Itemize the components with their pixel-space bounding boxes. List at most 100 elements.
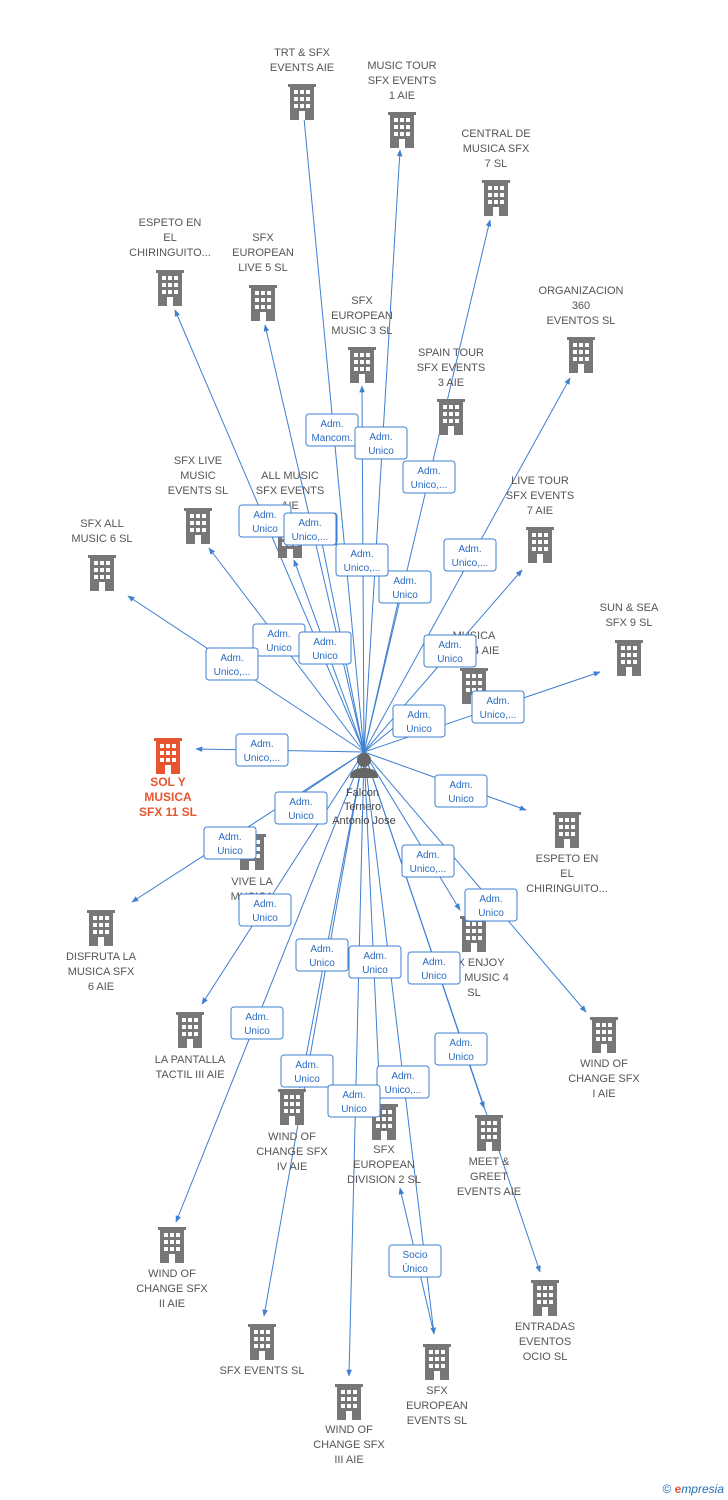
relation-badge[interactable]: Adm.Unico: [252, 623, 306, 657]
relation-badge-line: Unico: [368, 446, 394, 457]
company-label-line: SFX EVENTS: [368, 75, 436, 87]
relation-badge[interactable]: Adm.Unico: [327, 1084, 381, 1118]
company-label-line: SL: [467, 987, 480, 999]
relation-badge[interactable]: Adm.Unico,...: [401, 844, 455, 878]
relation-badge[interactable]: Adm.Unico: [295, 938, 349, 972]
relation-badge[interactable]: Adm.Unico,...: [402, 460, 456, 494]
company-node[interactable]: SFX EVENTS SL: [220, 1324, 305, 1377]
relation-badge-box: [434, 774, 488, 808]
relation-badge-box: [423, 634, 477, 668]
relation-badge-line: Adm.: [253, 899, 276, 910]
building-icon: [475, 1115, 503, 1151]
relation-badge[interactable]: Adm.Unico: [407, 951, 461, 985]
relation-badge-label: Adm.Unico: [368, 432, 394, 457]
relation-badge[interactable]: Adm.Unico,...: [443, 538, 497, 572]
relation-badge-line: Adm.: [218, 832, 241, 843]
company-label-line: SFX ALL: [80, 518, 123, 530]
relation-badge-line: Adm.: [289, 797, 312, 808]
relation-badge[interactable]: Adm.Unico,...: [335, 543, 389, 577]
relation-badge-line: Unico: [478, 908, 504, 919]
relation-badge-box: [238, 893, 292, 927]
relation-badge[interactable]: Adm.Unico: [230, 1006, 284, 1040]
relation-badge[interactable]: Adm.Unico,...: [205, 647, 259, 681]
footer-brand[interactable]: © empresia: [662, 1482, 724, 1496]
company-label-line: ENTRADAS: [515, 1321, 575, 1333]
relation-badge[interactable]: Adm.Unico: [423, 634, 477, 668]
building-icon: [249, 285, 277, 321]
relation-badge-line: Unico,...: [344, 563, 381, 574]
relation-badge[interactable]: Adm.Unico,...: [376, 1065, 430, 1099]
company-label-line: EL: [163, 232, 176, 244]
relation-badge-line: Adm.: [320, 419, 343, 430]
relation-badge-label: Adm.Unico: [294, 1060, 320, 1085]
relation-badge[interactable]: Adm.Unico: [238, 504, 292, 538]
relation-badge-label: Adm.Unico,...: [410, 850, 447, 875]
relation-badge[interactable]: Adm.Unico: [348, 945, 402, 979]
relation-badge-line: Adm.: [407, 710, 430, 721]
svg-text:Falcon Ternero Ant: Falcon Ternero Antonio Jose: [332, 787, 396, 827]
relation-badge[interactable]: Adm.Unico,...: [471, 690, 525, 724]
company-label-line: ORGANIZACION: [539, 285, 624, 297]
relation-badge-box: [376, 1065, 430, 1099]
relation-edge: [363, 751, 541, 1273]
relation-badge-line: Adm.: [391, 1071, 414, 1082]
relation-badge[interactable]: Adm.Unico: [274, 791, 328, 825]
relation-badge[interactable]: Adm.Unico,...: [235, 733, 289, 767]
company-label-line: EUROPEAN: [353, 1159, 415, 1171]
person-node[interactable]: Falcon Ternero Antonio Jose: [332, 753, 396, 827]
relation-badge[interactable]: Adm.Unico: [298, 631, 352, 665]
relation-badge-label: Adm.Unico: [392, 576, 418, 601]
building-icon: [184, 508, 212, 544]
company-label-line: MUSICA SFX: [463, 143, 530, 155]
company-label-line: OCIO SL: [523, 1351, 568, 1363]
relation-badge-label: Adm.Mancom.: [311, 419, 352, 444]
relation-badge[interactable]: Adm.Unico: [238, 893, 292, 927]
relation-badge-box: [354, 426, 408, 460]
company-label-line: EUROPEAN: [406, 1400, 468, 1412]
relation-badge[interactable]: Adm.Unico: [392, 704, 446, 738]
relation-badge-box: [471, 690, 525, 724]
relation-edge: [201, 751, 365, 1005]
company-label-line: WIND OF: [268, 1131, 316, 1143]
relation-badge[interactable]: Adm. Unico: [464, 888, 518, 922]
relation-badge[interactable]: Adm.Unico: [354, 426, 408, 460]
relation-badge-line: Adm.: [479, 894, 502, 905]
relation-badge[interactable]: Adm.Unico,...: [283, 512, 337, 546]
relation-badge[interactable]: Adm.Unico: [434, 1032, 488, 1066]
building-icon: [158, 1227, 186, 1263]
relation-badge[interactable]: Adm.Unico: [203, 826, 257, 860]
relation-badge[interactable]: Adm.Unico: [378, 570, 432, 604]
building-icon: [437, 399, 465, 435]
relation-badge[interactable]: Adm.Unico: [280, 1054, 334, 1088]
relation-badge[interactable]: Adm.Unico: [434, 774, 488, 808]
company-label-line: GREET: [470, 1171, 508, 1183]
company-label-line: TRT & SFX: [274, 47, 330, 59]
relation-badge[interactable]: Adm.Mancom.: [305, 413, 359, 447]
